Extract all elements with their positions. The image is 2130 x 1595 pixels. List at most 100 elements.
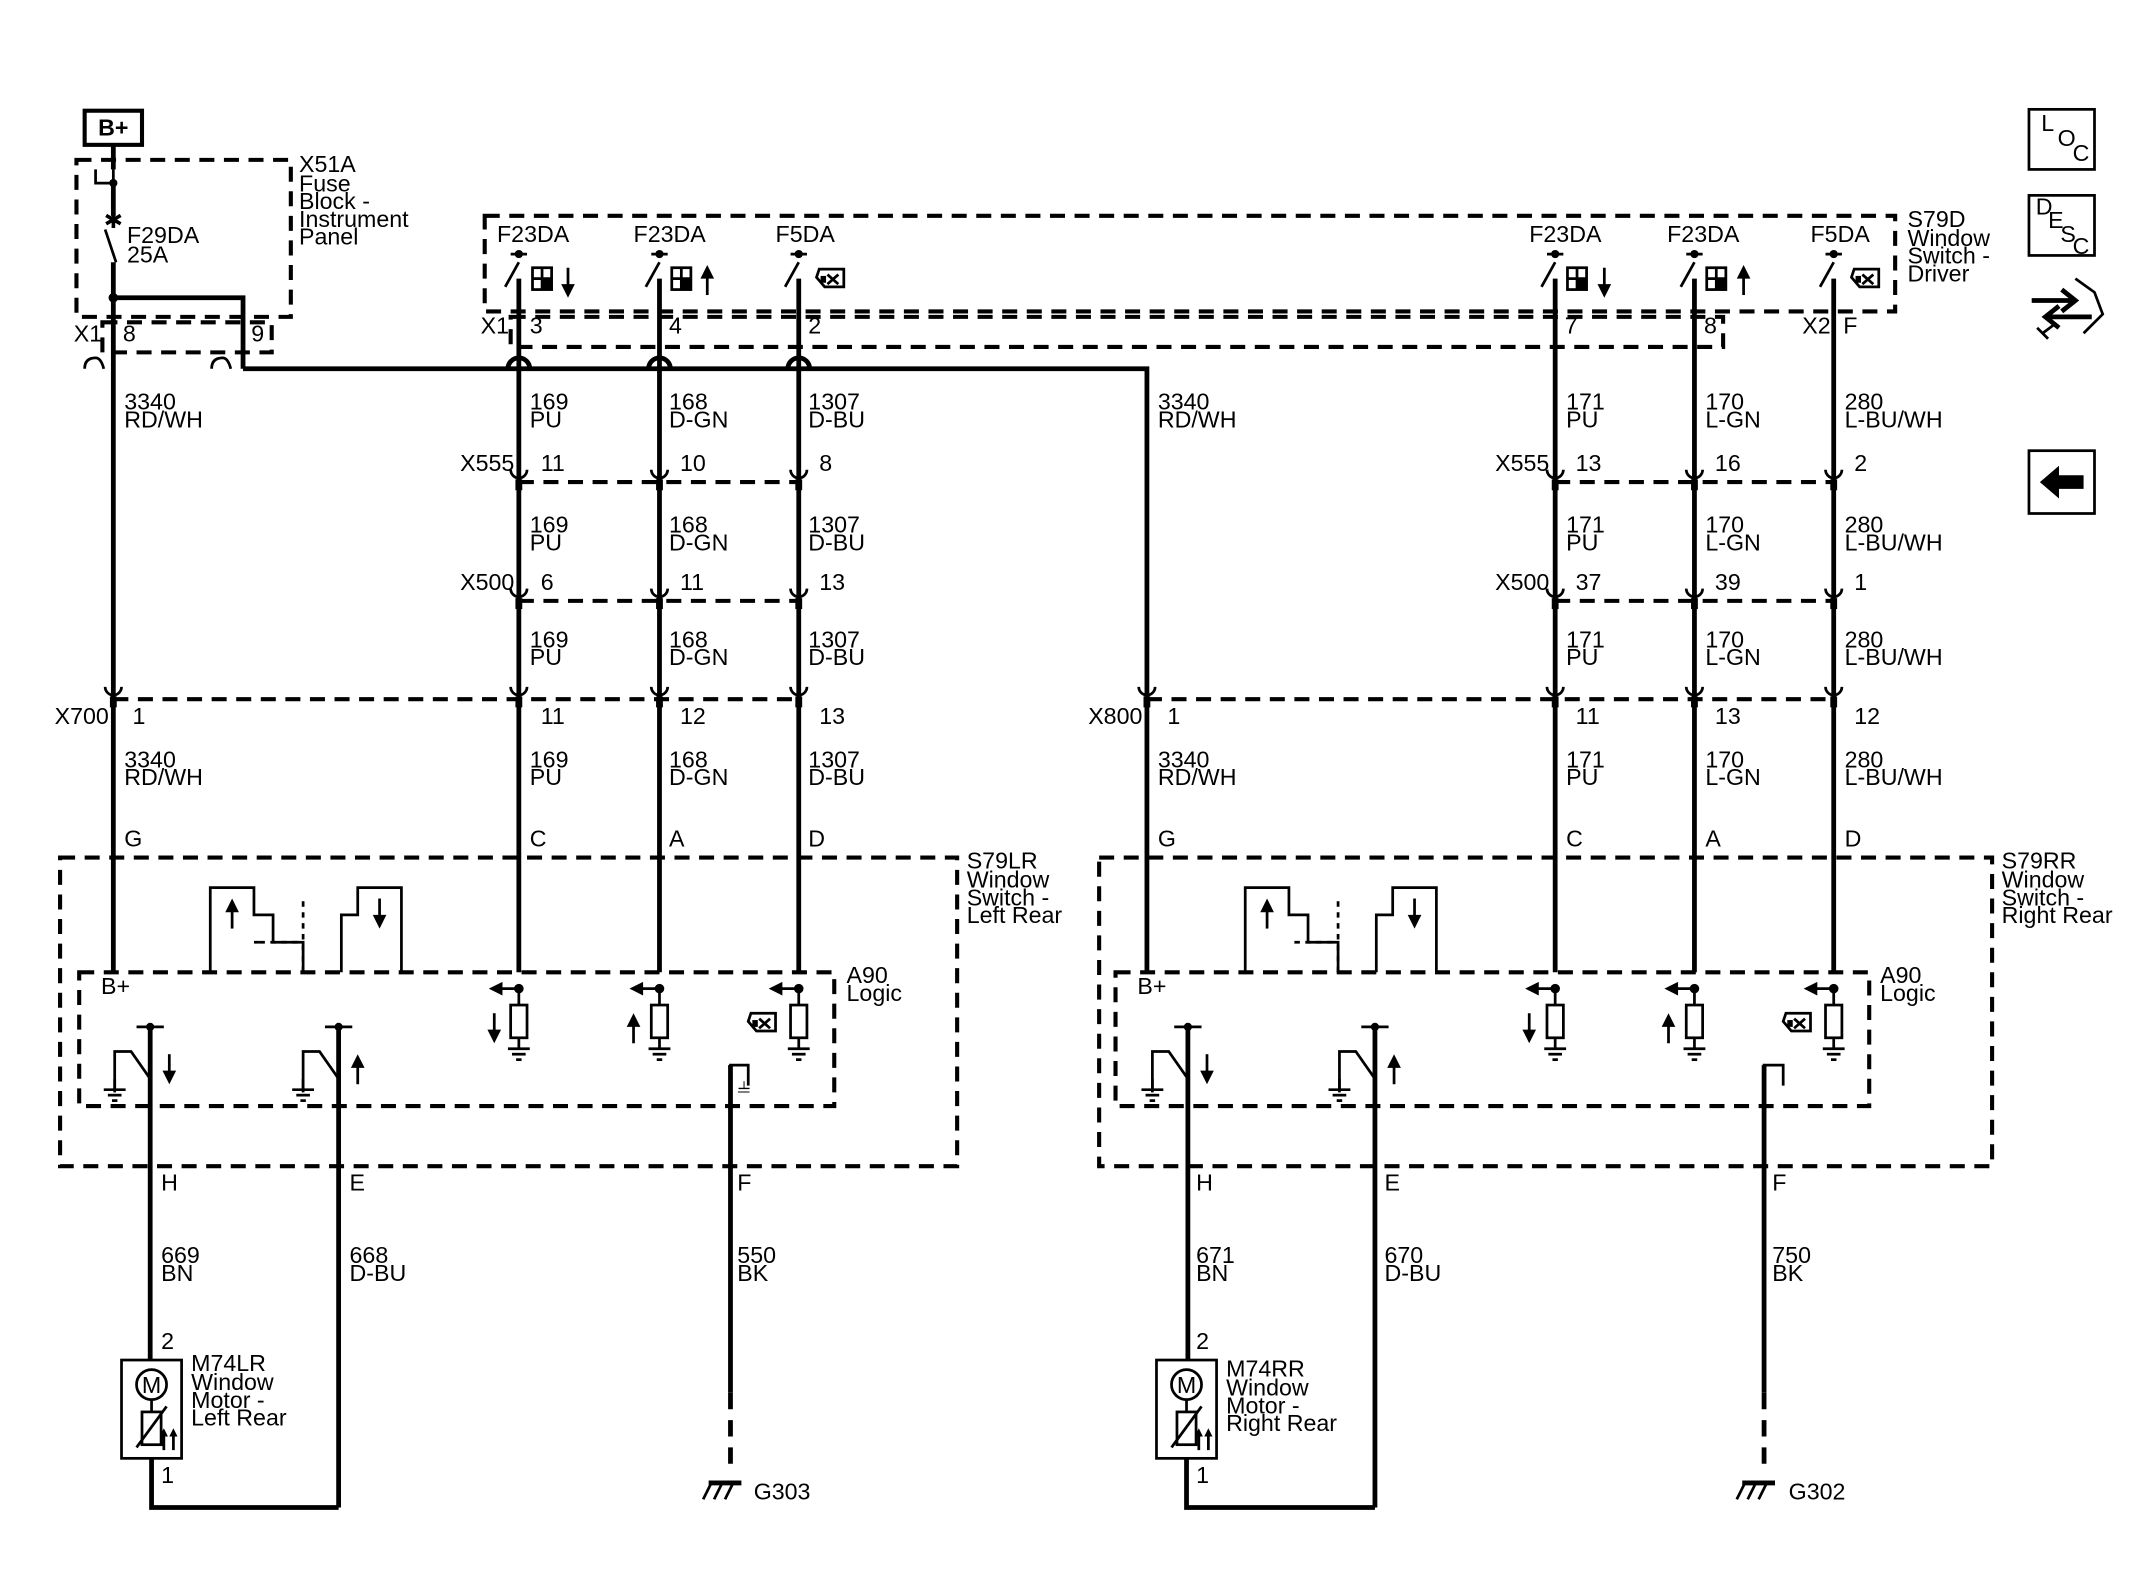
connector-end-view-icon[interactable] bbox=[2031, 277, 2105, 340]
svg-text:A90: A90 bbox=[847, 962, 888, 988]
svg-text:3: 3 bbox=[530, 312, 543, 338]
svg-text:1: 1 bbox=[132, 703, 145, 729]
svg-text:Panel: Panel bbox=[299, 224, 358, 250]
svg-text:A90: A90 bbox=[1880, 962, 1921, 988]
svg-text:6: 6 bbox=[541, 569, 554, 595]
svg-text:C: C bbox=[2073, 140, 2090, 166]
driver-contact-6: F5DA F bbox=[1811, 221, 1881, 338]
svg-text:PU: PU bbox=[530, 644, 562, 670]
svg-text:X700: X700 bbox=[55, 703, 109, 729]
svg-text:1: 1 bbox=[1196, 1462, 1209, 1488]
svg-text:Switch -: Switch - bbox=[2002, 884, 2085, 910]
x500-connector-left: X500 6 11 13 bbox=[460, 569, 845, 609]
svg-text:PU: PU bbox=[1566, 764, 1598, 790]
svg-text:8: 8 bbox=[123, 320, 136, 346]
driver-contact-3: F5DA 2 bbox=[776, 221, 846, 338]
svg-text:Right Rear: Right Rear bbox=[1226, 1410, 1337, 1436]
svg-text:RD/WH: RD/WH bbox=[1158, 406, 1237, 432]
driver-window-switch: S79D Window Switch - Driver X1 X2 bbox=[481, 206, 1990, 349]
svg-text:280: 280 bbox=[1845, 626, 1884, 652]
svg-text:D-GN: D-GN bbox=[669, 406, 728, 432]
svg-text:X555: X555 bbox=[1495, 450, 1549, 476]
svg-text:669: 669 bbox=[161, 1242, 200, 1268]
svg-text:M74LR: M74LR bbox=[191, 1350, 266, 1376]
svg-text:11: 11 bbox=[680, 569, 704, 595]
svg-text:X800: X800 bbox=[1088, 703, 1142, 729]
svg-text:3340: 3340 bbox=[124, 389, 176, 415]
svg-text:Window: Window bbox=[1226, 1375, 1309, 1401]
svg-text:L-BU/WH: L-BU/WH bbox=[1845, 644, 1943, 670]
driver-contact-4: F23DA 7 bbox=[1529, 221, 1613, 338]
svg-text:13: 13 bbox=[1576, 450, 1602, 476]
svg-text:668: 668 bbox=[350, 1242, 389, 1268]
svg-text:Logic: Logic bbox=[1880, 980, 1935, 1006]
svg-text:E: E bbox=[2048, 207, 2063, 233]
svg-text:7: 7 bbox=[1565, 312, 1578, 338]
svg-text:Motor -: Motor - bbox=[1226, 1392, 1299, 1418]
svg-text:280: 280 bbox=[1845, 512, 1884, 538]
svg-text:2: 2 bbox=[161, 1328, 174, 1354]
svg-text:X500: X500 bbox=[460, 569, 514, 595]
svg-text:A: A bbox=[1705, 826, 1721, 852]
desc-button[interactable]: D E S C bbox=[2027, 193, 2096, 259]
svg-text:S79RR: S79RR bbox=[2002, 848, 2077, 874]
svg-text:Left Rear: Left Rear bbox=[191, 1405, 287, 1431]
svg-text:B+: B+ bbox=[1137, 973, 1166, 999]
svg-text:M: M bbox=[142, 1372, 161, 1398]
svg-text:1307: 1307 bbox=[808, 746, 860, 772]
svg-text:L-BU/WH: L-BU/WH bbox=[1845, 406, 1943, 432]
driver-contact-5: F23DA 8 bbox=[1667, 221, 1752, 338]
svg-text:PU: PU bbox=[530, 764, 562, 790]
svg-text:171: 171 bbox=[1566, 512, 1605, 538]
svg-text:Window: Window bbox=[1907, 225, 1990, 251]
svg-text:L-BU/WH: L-BU/WH bbox=[1845, 764, 1943, 790]
svg-text:H: H bbox=[1196, 1170, 1213, 1196]
svg-text:280: 280 bbox=[1845, 389, 1884, 415]
svg-text:D-GN: D-GN bbox=[669, 529, 728, 555]
svg-text:12: 12 bbox=[1854, 703, 1880, 729]
svg-text:2: 2 bbox=[808, 312, 821, 338]
svg-text:L: L bbox=[2041, 110, 2054, 136]
svg-text:RD/WH: RD/WH bbox=[1158, 764, 1237, 790]
svg-text:E: E bbox=[1385, 1170, 1400, 1196]
svg-text:10: 10 bbox=[680, 450, 706, 476]
svg-text:280: 280 bbox=[1845, 746, 1884, 772]
svg-text:C: C bbox=[530, 826, 547, 852]
svg-text:G302: G302 bbox=[1789, 1478, 1846, 1504]
svg-text:L-GN: L-GN bbox=[1705, 529, 1760, 555]
svg-text:750: 750 bbox=[1772, 1242, 1811, 1268]
svg-text:RD/WH: RD/WH bbox=[124, 406, 203, 432]
svg-text:M74RR: M74RR bbox=[1226, 1355, 1305, 1381]
svg-text:F23DA: F23DA bbox=[497, 221, 570, 247]
svg-text:L-GN: L-GN bbox=[1705, 406, 1760, 432]
svg-text:170: 170 bbox=[1705, 512, 1744, 538]
svg-text:H: H bbox=[161, 1170, 178, 1196]
svg-text:13: 13 bbox=[819, 569, 845, 595]
svg-text:3340: 3340 bbox=[1158, 746, 1210, 772]
svg-text:Motor -: Motor - bbox=[191, 1387, 264, 1413]
svg-text:169: 169 bbox=[530, 626, 569, 652]
svg-text:G: G bbox=[124, 826, 142, 852]
svg-text:2: 2 bbox=[1196, 1328, 1209, 1354]
svg-text:D-BU: D-BU bbox=[808, 644, 865, 670]
svg-text:D: D bbox=[2036, 193, 2053, 219]
back-arrow-icon[interactable] bbox=[2027, 449, 2096, 515]
svg-text:Window: Window bbox=[191, 1369, 274, 1395]
svg-text:BK: BK bbox=[1772, 1260, 1803, 1286]
loc-button[interactable]: L O C bbox=[2027, 107, 2096, 171]
svg-text:PU: PU bbox=[1566, 529, 1598, 555]
svg-text:25A: 25A bbox=[127, 241, 169, 267]
svg-text:9: 9 bbox=[251, 320, 264, 346]
svg-text:✱: ✱ bbox=[104, 207, 123, 233]
svg-text:Switch -: Switch - bbox=[967, 884, 1050, 910]
svg-text:S79LR: S79LR bbox=[967, 848, 1038, 874]
svg-text:F23DA: F23DA bbox=[634, 221, 707, 247]
svg-text:X1: X1 bbox=[481, 312, 509, 338]
svg-text:M: M bbox=[1177, 1372, 1196, 1398]
svg-text:169: 169 bbox=[530, 512, 569, 538]
svg-text:F: F bbox=[1843, 312, 1857, 338]
svg-text:171: 171 bbox=[1566, 746, 1605, 772]
svg-text:Right Rear: Right Rear bbox=[2002, 902, 2113, 928]
